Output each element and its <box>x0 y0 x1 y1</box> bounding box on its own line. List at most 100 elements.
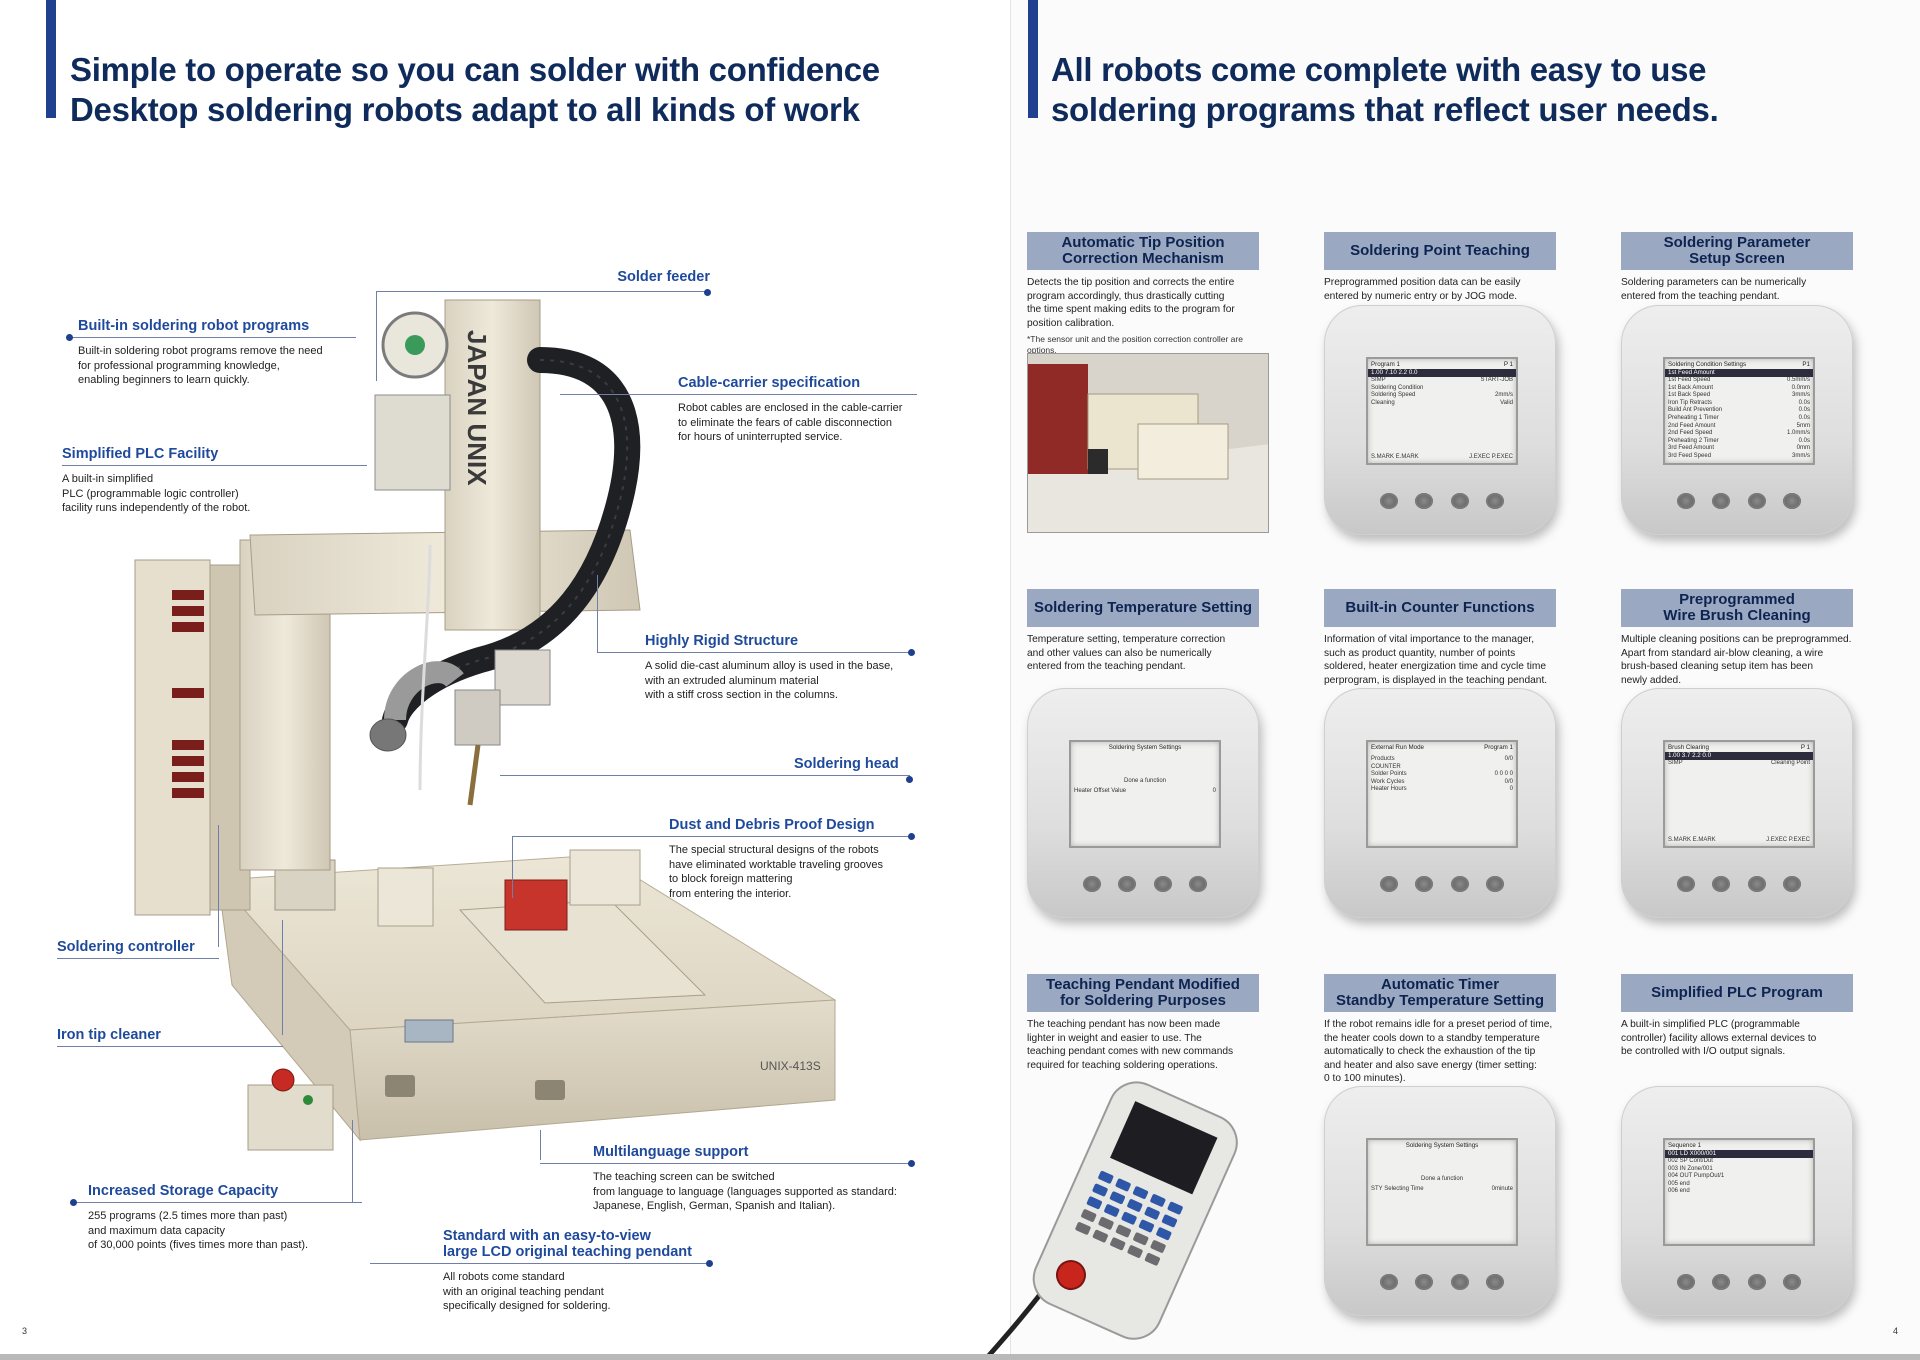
callout-line: facility runs independently of the robot… <box>62 502 251 514</box>
panel-description: Information of vital importance to the m… <box>1324 633 1556 687</box>
left-headline: Simple to operate so you can solder with… <box>70 50 880 130</box>
screen-highlight: 1.00 7.10 2.2 0.0 <box>1371 369 1418 376</box>
callout-cable-carrier: Cable-carrier specification Robot cables… <box>672 375 917 445</box>
leader-rigid <box>597 575 598 652</box>
panel-line: Multiple cleaning positions can be prepr… <box>1621 634 1852 645</box>
function-key <box>1712 493 1731 509</box>
pendant-screen: Soldering System Settings Done a functio… <box>1366 1138 1518 1246</box>
callout-line: 255 programs (2.5 times more than past) <box>88 1210 288 1222</box>
callout-soldering-head: Soldering head <box>790 756 913 783</box>
panel-line: such as product quantity, number of poin… <box>1324 647 1516 659</box>
panel-parameter-setup: Soldering Parameter Setup Screen Solderi… <box>1621 232 1853 303</box>
callout-title: Multilanguage support <box>593 1144 749 1160</box>
callout-rule <box>672 394 917 395</box>
callout-storage-capacity: Increased Storage Capacity 255 programs … <box>70 1183 362 1253</box>
panel-line: soldered, heater energization time and c… <box>1324 661 1546 672</box>
solder-feeder-reel <box>381 311 449 379</box>
tip-sensor-image <box>1028 354 1268 532</box>
emergency-stop-button <box>271 1068 295 1092</box>
panel-line: and heater and also save energy (timer s… <box>1324 1059 1537 1071</box>
panel-line: and other values can also be numerically <box>1027 647 1212 659</box>
left-page: Simple to operate so you can solder with… <box>22 0 917 1336</box>
right-headline-line-2: soldering programs that reflect user nee… <box>1051 91 1719 128</box>
callout-dot <box>908 833 915 840</box>
screen-title-row: Soldering System Settings <box>1108 744 1182 751</box>
function-key <box>1450 876 1469 892</box>
solder-wire <box>418 544 432 791</box>
iron-holder <box>274 859 336 911</box>
callout-rule <box>597 649 915 656</box>
fume-hose <box>384 661 464 722</box>
function-key <box>1677 493 1695 509</box>
panel-line: be controlled with I/O output signals. <box>1621 1046 1786 1057</box>
callout-line: of 30,000 points (fives times more than … <box>88 1239 309 1251</box>
panel-title: Wire Brush Cleaning <box>1663 607 1811 624</box>
function-key <box>1747 493 1766 509</box>
callout-dot <box>908 649 915 656</box>
panel-line: perprogram, is displayed in the teaching… <box>1324 674 1548 686</box>
robot-base-front <box>349 999 836 1141</box>
leader-solder-feeder <box>376 291 377 381</box>
callout-line: All robots come standard <box>443 1271 565 1283</box>
panel-line: A built-in simplified PLC (programmable <box>1621 1019 1800 1030</box>
panel-line: entered from the teaching pendant. <box>1027 661 1186 672</box>
function-key <box>1782 493 1801 509</box>
panel-description: A built-in simplified PLC (programmable … <box>1621 1018 1853 1059</box>
panel-line: program accordingly, thus drastically cu… <box>1027 290 1225 302</box>
callout-rigid-structure: Highly Rigid Structure A solid die-cast … <box>597 633 915 703</box>
panel-line: controller) facility allows external dev… <box>1621 1032 1817 1044</box>
pendant-function-keys <box>1677 493 1801 509</box>
function-key <box>1677 1274 1695 1290</box>
function-key <box>1712 876 1731 892</box>
callout-title: Standard with an easy-to-view <box>443 1228 651 1244</box>
function-key <box>1485 1274 1504 1290</box>
panel-description: Temperature setting, temperature correct… <box>1027 633 1259 674</box>
panel-line: newly added. <box>1621 674 1682 686</box>
callout-title: Solder feeder <box>617 269 710 285</box>
screen-message: Done a function <box>1420 1176 1464 1182</box>
panel-title: Soldering Point Teaching <box>1350 242 1530 259</box>
callout-dot <box>908 1160 915 1167</box>
panel-title: Soldering Parameter <box>1663 234 1811 251</box>
screen-row: Soldering Condition <box>1371 384 1424 391</box>
feeder-block <box>374 394 451 491</box>
pendant-temperature: Soldering System Settings Done a functio… <box>1027 688 1259 918</box>
head-column <box>444 299 541 631</box>
pendant-screen: Soldering System Settings Done a functio… <box>1069 740 1221 848</box>
left-headline-line-1: Simple to operate so you can solder with… <box>70 51 880 88</box>
page-number-right: 4 <box>1893 1326 1899 1336</box>
x-axis-beam <box>249 529 641 616</box>
base-display <box>404 1019 454 1043</box>
screen-title: Program 1 <box>1371 361 1400 368</box>
callout-line: The special structural designs of the ro… <box>669 844 879 856</box>
callout-rule <box>57 1046 283 1047</box>
left-headline-line-2: Desktop soldering robots adapt to all ki… <box>70 91 860 128</box>
callout-solder-feeder: Solder feeder <box>580 269 711 296</box>
base-connector-2 <box>535 1080 565 1100</box>
callout-teaching-pendant: Standard with an easy-to-view large LCD … <box>370 1228 713 1314</box>
emergency-stop-box <box>247 1084 334 1151</box>
base-connector-1 <box>385 1075 415 1097</box>
panel-header: Preprogrammed Wire Brush Cleaning <box>1621 589 1853 627</box>
function-key <box>1485 876 1504 892</box>
panel-wire-brush: Preprogrammed Wire Brush Cleaning Multip… <box>1621 589 1853 687</box>
panel-line: If the robot remains idle for a preset p… <box>1324 1019 1553 1030</box>
callout-line: specifically designed for soldering. <box>443 1300 611 1312</box>
